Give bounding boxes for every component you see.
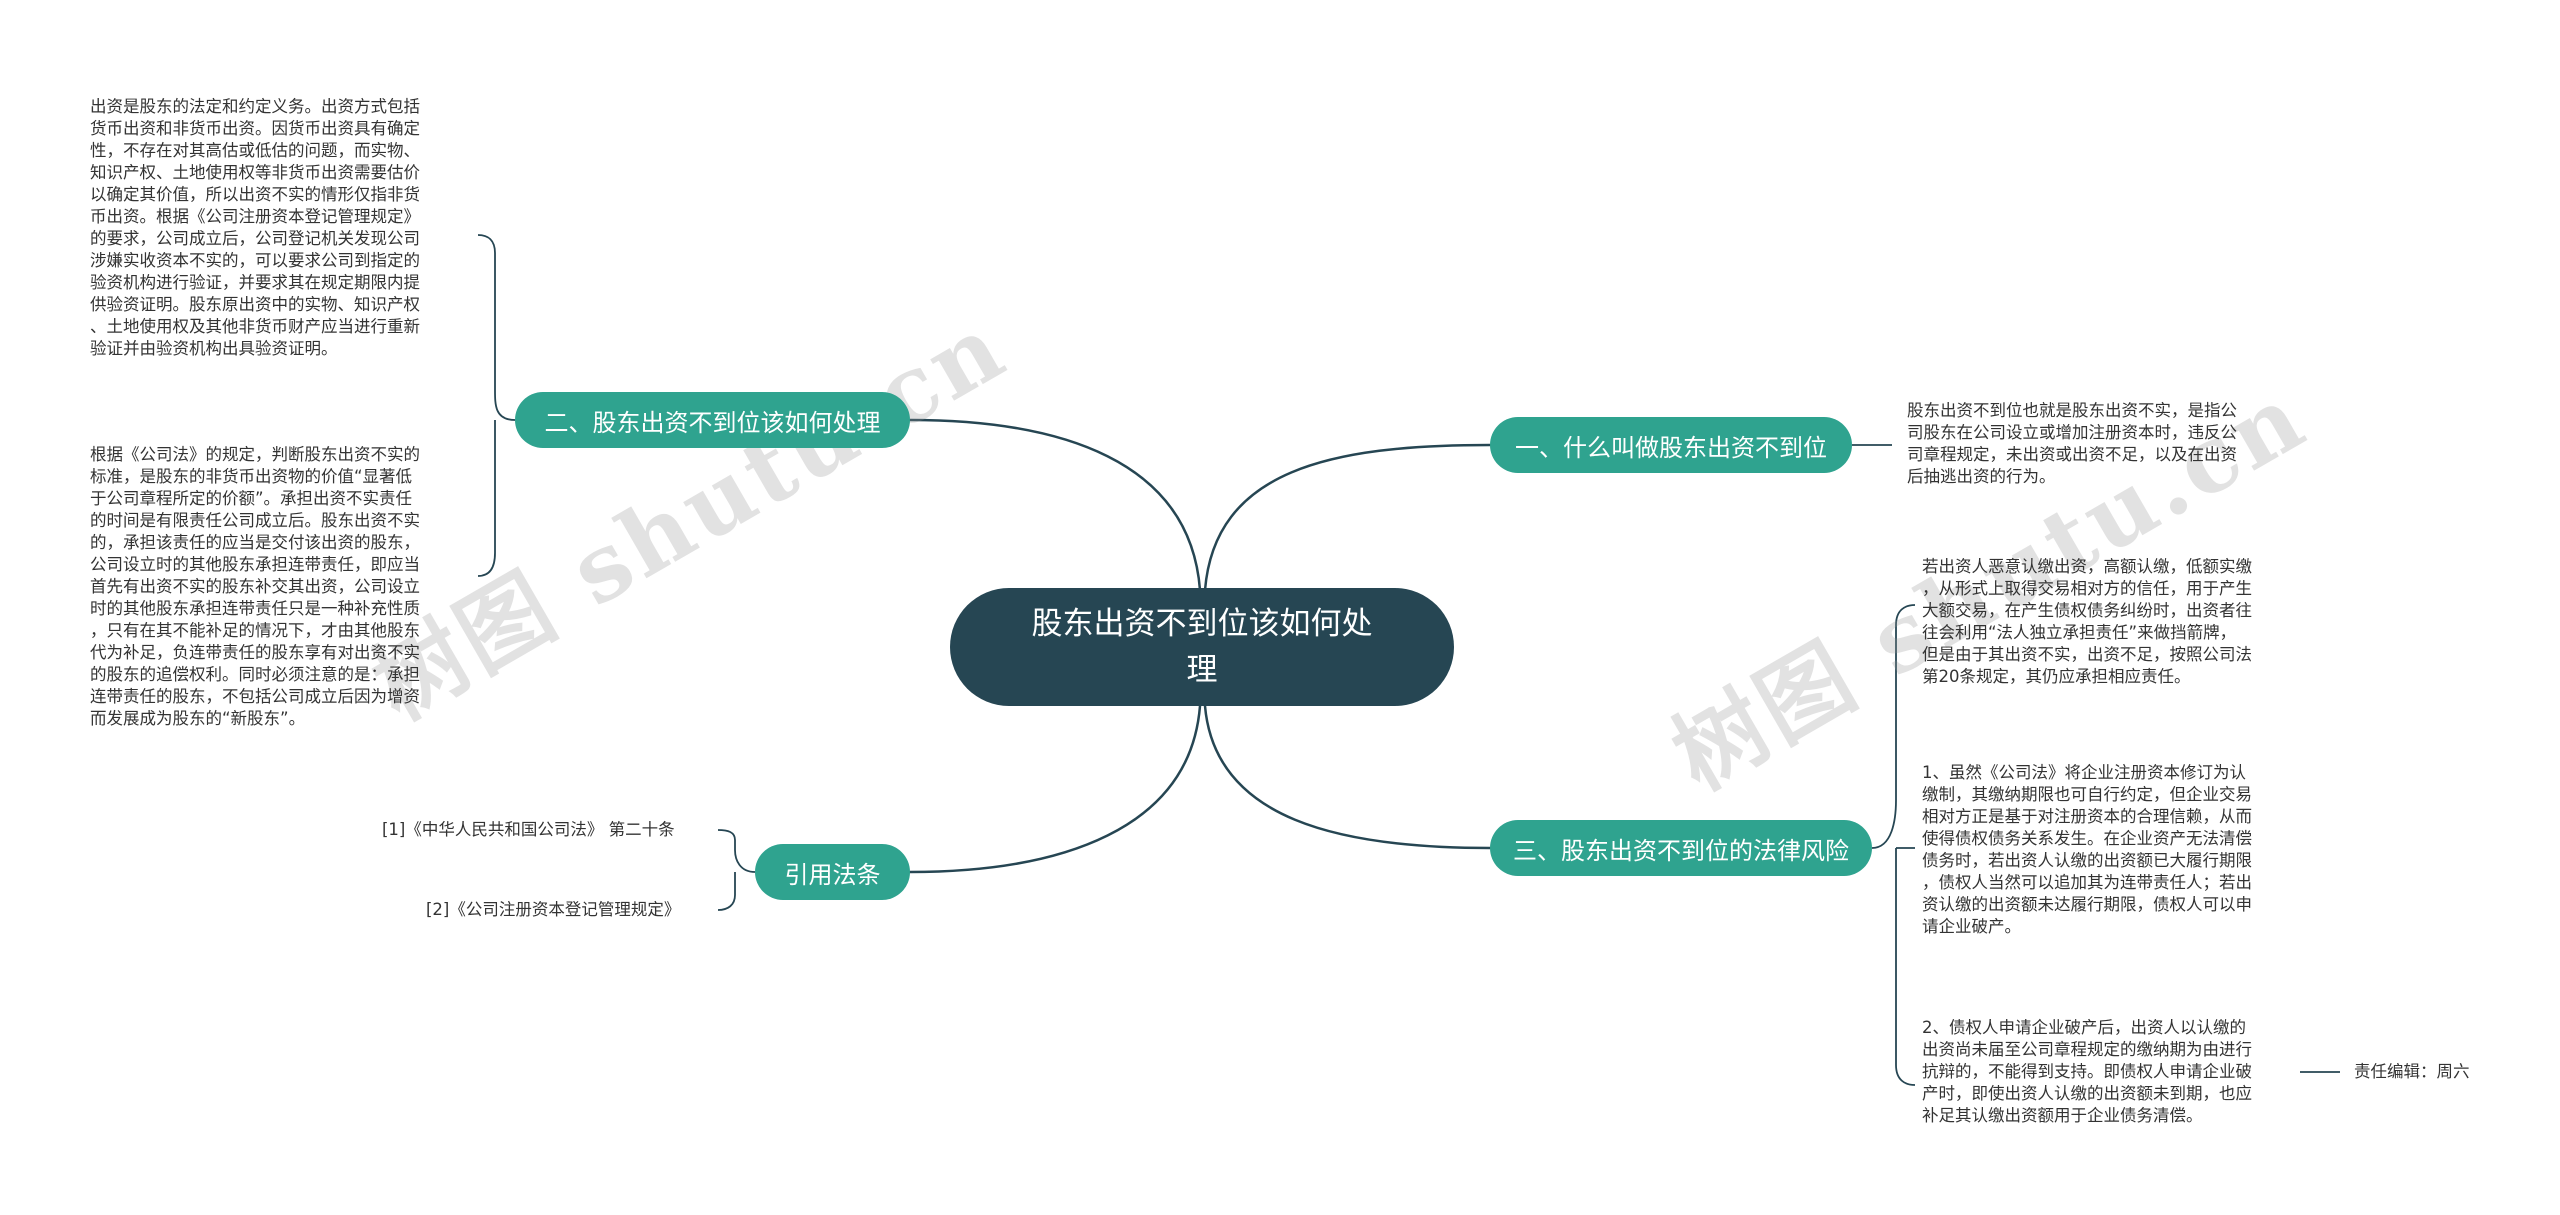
leaf-editor: 责任编辑：周六 — [2354, 1062, 2470, 1081]
central-topic-label: 股东出资不到位该如何处理 — [1031, 606, 1373, 688]
connector-central-b4 — [908, 704, 1202, 874]
branch-label-definition: 一、什么叫做股东出资不到位 — [1515, 433, 1827, 462]
leaf-legal-risk-3: 2、债权人申请企业破产后，出资人以认缴的 出资尚未届至公司章程规定的缴纳期为由进… — [1922, 1018, 2252, 1125]
leaf-reference-1: [1]《中华人民共和国公司法》 第二十条 — [382, 820, 675, 839]
branch-node-references[interactable]: 引用法条 — [755, 844, 910, 900]
leaf-reference-2: [2]《公司注册资本登记管理规定》 — [426, 900, 681, 919]
leaf-legal-risk-2: 1、虽然《公司法》将企业注册资本修订为认 缴制，其缴纳期限也可自行约定，但企业交… — [1922, 763, 2252, 936]
branch-label-legal-risk: 三、股东出资不到位的法律风险 — [1513, 836, 1849, 865]
connector-b3-bracket — [1871, 604, 1916, 1086]
branch-node-legal-risk[interactable]: 三、股东出资不到位的法律风险 — [1490, 820, 1872, 876]
connector-central-b2 — [908, 418, 1202, 592]
connector-central-b1 — [1203, 443, 1492, 592]
connector-central-b3 — [1203, 704, 1492, 850]
connector-b4-bracket — [717, 829, 756, 911]
connector-b2-bracket — [477, 234, 516, 577]
branch-node-handling[interactable]: 二、股东出资不到位该如何处理 — [515, 392, 910, 448]
branch-label-handling: 二、股东出资不到位该如何处理 — [544, 408, 881, 437]
leaf-handling-2: 根据《公司法》的规定，判断股东出资不实的 标准，是股东的非货币出资物的价值“显著… — [90, 445, 420, 728]
leaf-handling-1: 出资是股东的法定和约定义务。出资方式包括 货币出资和非货币出资。因货币出资具有确… — [90, 97, 420, 358]
leaf-legal-risk-1: 若出资人恶意认缴出资，高额认缴，低额实缴 ，从形式上取得交易相对方的信任，用于产… — [1922, 557, 2252, 686]
central-topic[interactable]: 股东出资不到位该如何处理 — [950, 588, 1454, 706]
leaf-definition: 股东出资不到位也就是股东出资不实，是指公 司股东在公司设立或增加注册资本时，违反… — [1907, 401, 2237, 486]
branch-label-references: 引用法条 — [784, 860, 881, 889]
branch-node-definition[interactable]: 一、什么叫做股东出资不到位 — [1490, 417, 1852, 473]
